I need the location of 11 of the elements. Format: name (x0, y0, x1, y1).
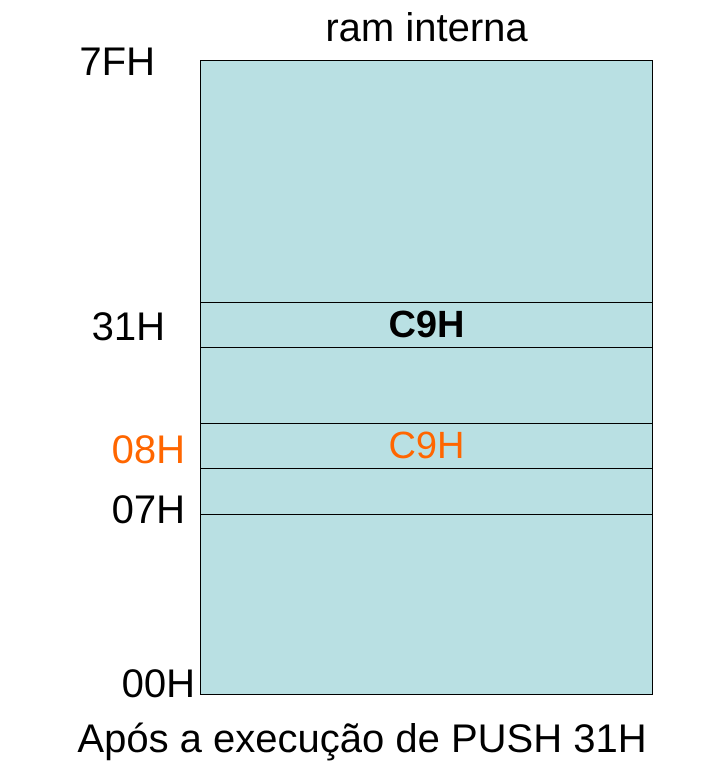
memory-cell (201, 423, 652, 469)
caption: Após a execução de PUSH 31H (76, 716, 648, 763)
memory-cell (201, 302, 652, 348)
address-label: 00H (120, 662, 195, 706)
address-label: 31H (90, 305, 165, 349)
address-label: 7FH (78, 40, 155, 84)
address-label: 08H (110, 428, 185, 472)
address-label: 07H (110, 488, 185, 532)
cell-value: C9H (387, 424, 466, 469)
cell-value: C9H (387, 303, 466, 348)
heading: ram interna (324, 5, 529, 52)
